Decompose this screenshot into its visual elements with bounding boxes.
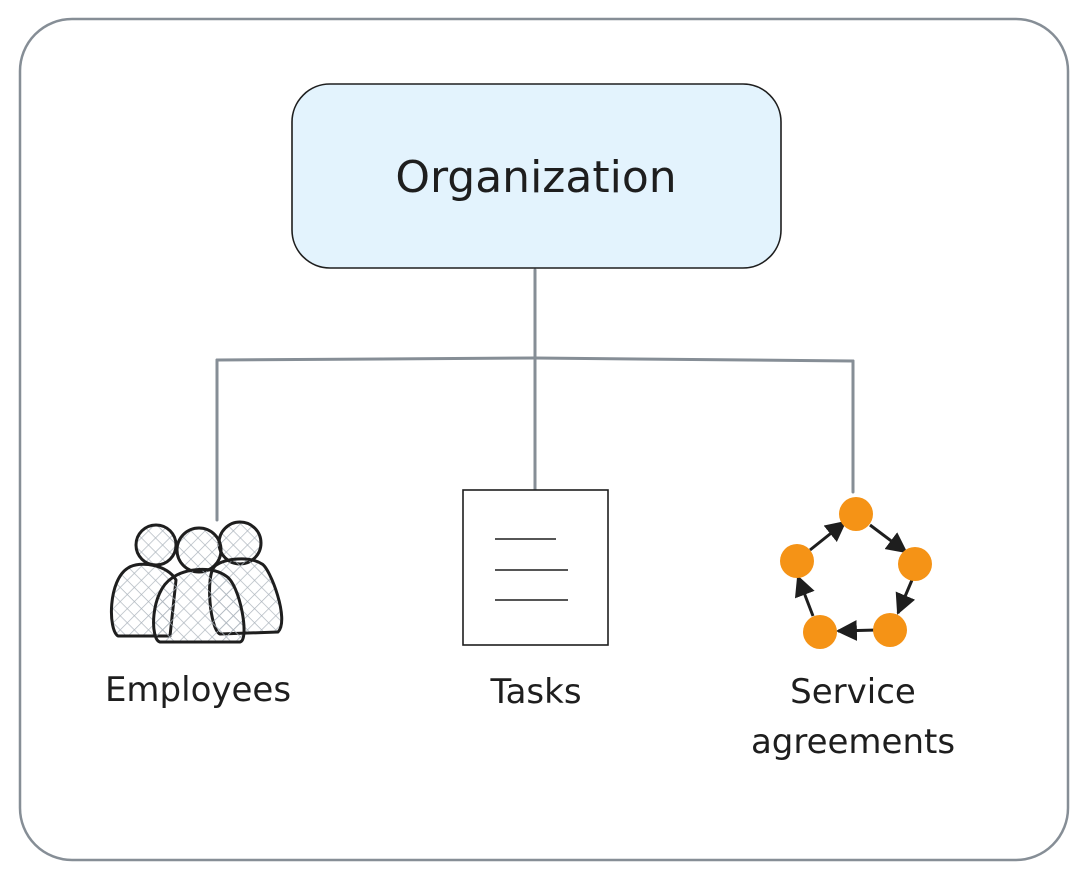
service-agreements-label-line1: Service (790, 672, 916, 712)
root-node: Organization (291, 83, 782, 269)
service-agreements-label-line2: agreements (751, 722, 955, 762)
people-group-icon (109, 520, 284, 644)
tasks-label: Tasks (489, 672, 581, 712)
connector-lines (215, 268, 855, 522)
employees-label: Employees (105, 670, 291, 710)
outer-frame (18, 17, 1070, 862)
cycle-node (873, 613, 907, 647)
connector-horizontal-bus (215, 356, 855, 363)
cycle-node (839, 497, 873, 531)
cycle-node (780, 544, 814, 578)
cycle-node (898, 547, 932, 581)
root-node-box (291, 83, 782, 269)
root-node-label: Organization (395, 152, 676, 203)
cycle-node (803, 615, 837, 649)
cycle-icon (780, 497, 932, 649)
document-icon (462, 489, 609, 646)
